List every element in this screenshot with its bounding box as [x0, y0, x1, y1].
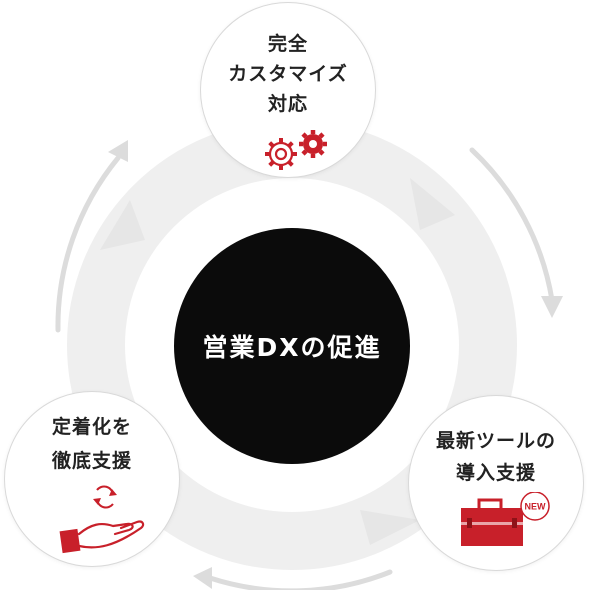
node-new-tool: 最新ツールの 導入支援 NEW: [408, 395, 584, 571]
new-badge: NEW: [525, 502, 547, 512]
node-adoption: 定着化を 徹底支援: [4, 391, 180, 567]
node-adoption-line2: 徹底支援: [51, 450, 132, 472]
center-title: 営業DXの促進: [202, 333, 382, 362]
node-customize-line2: カスタマイズ: [228, 63, 348, 85]
outer-arrow-left: [55, 155, 121, 333]
node-customize-line1: 完全: [267, 33, 308, 55]
node-adoption-line1: 定着化を: [51, 416, 132, 438]
toolbox-icon: NEW: [461, 492, 550, 546]
outer-arrow-bottom: [207, 569, 393, 590]
node-customize-line3: 対応: [267, 93, 308, 115]
node-new-tool-line1: 最新ツールの: [435, 430, 556, 452]
ring-arrowhead-right: [410, 178, 455, 230]
gears-icon: [265, 130, 327, 170]
outer-arrow-bottom-head: [193, 567, 212, 589]
hand-cycle-icon: [59, 485, 145, 554]
center-circle: 営業DXの促進: [174, 228, 410, 464]
outer-arrow-left-head: [108, 140, 128, 162]
outer-arrow-right-head: [541, 296, 563, 318]
outer-arrow-right: [469, 147, 555, 303]
node-customize: 完全 カスタマイズ 対応: [200, 2, 376, 178]
node-new-tool-line2: 導入支援: [455, 462, 536, 484]
ring-arrowhead-bottom: [360, 510, 420, 545]
ring-arrowhead-left: [100, 200, 145, 250]
